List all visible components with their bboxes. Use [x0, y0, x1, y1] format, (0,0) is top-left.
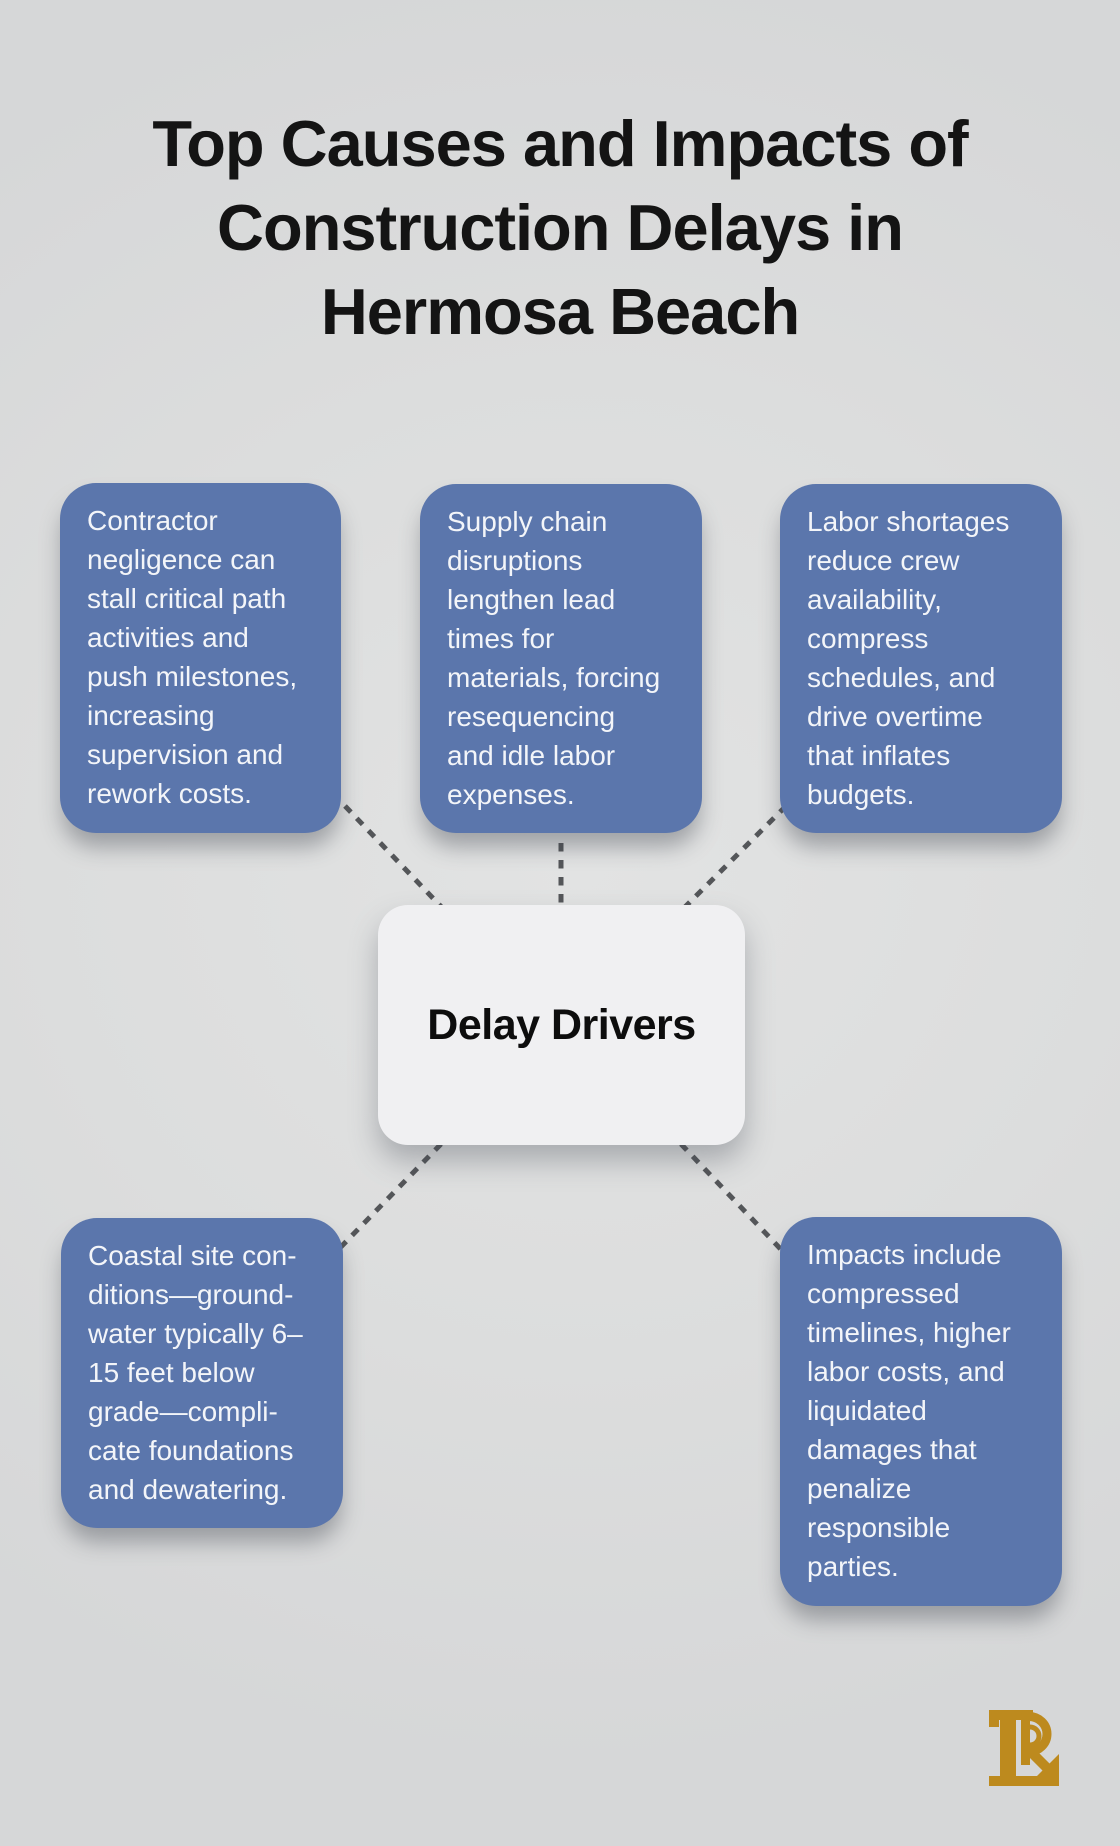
- connector-bottom-right: [679, 1142, 793, 1262]
- cause-card-coastal-site-conditions: Coastal site con- ditions—ground- water …: [61, 1218, 343, 1528]
- connector-top-left: [343, 804, 452, 918]
- lp-monogram-logo-icon: [989, 1710, 1059, 1786]
- cause-card-supply-chain: Supply chain disruptions lengthen lead t…: [420, 484, 702, 833]
- cause-card-labor-shortages: Labor shortages reduce crew availability…: [780, 484, 1062, 833]
- page-title: Top Causes and Impacts of Construction D…: [152, 107, 968, 348]
- central-node-label: Delay Drivers: [427, 1000, 696, 1049]
- connector-top-right: [674, 804, 788, 918]
- connector-bottom-left: [333, 1142, 443, 1255]
- cause-card-contractor-negligence: Contractor negligence can stall critical…: [60, 483, 341, 833]
- impact-card-impacts: Impacts include compressed timelines, hi…: [780, 1217, 1062, 1606]
- central-node: Delay Drivers: [378, 905, 745, 1145]
